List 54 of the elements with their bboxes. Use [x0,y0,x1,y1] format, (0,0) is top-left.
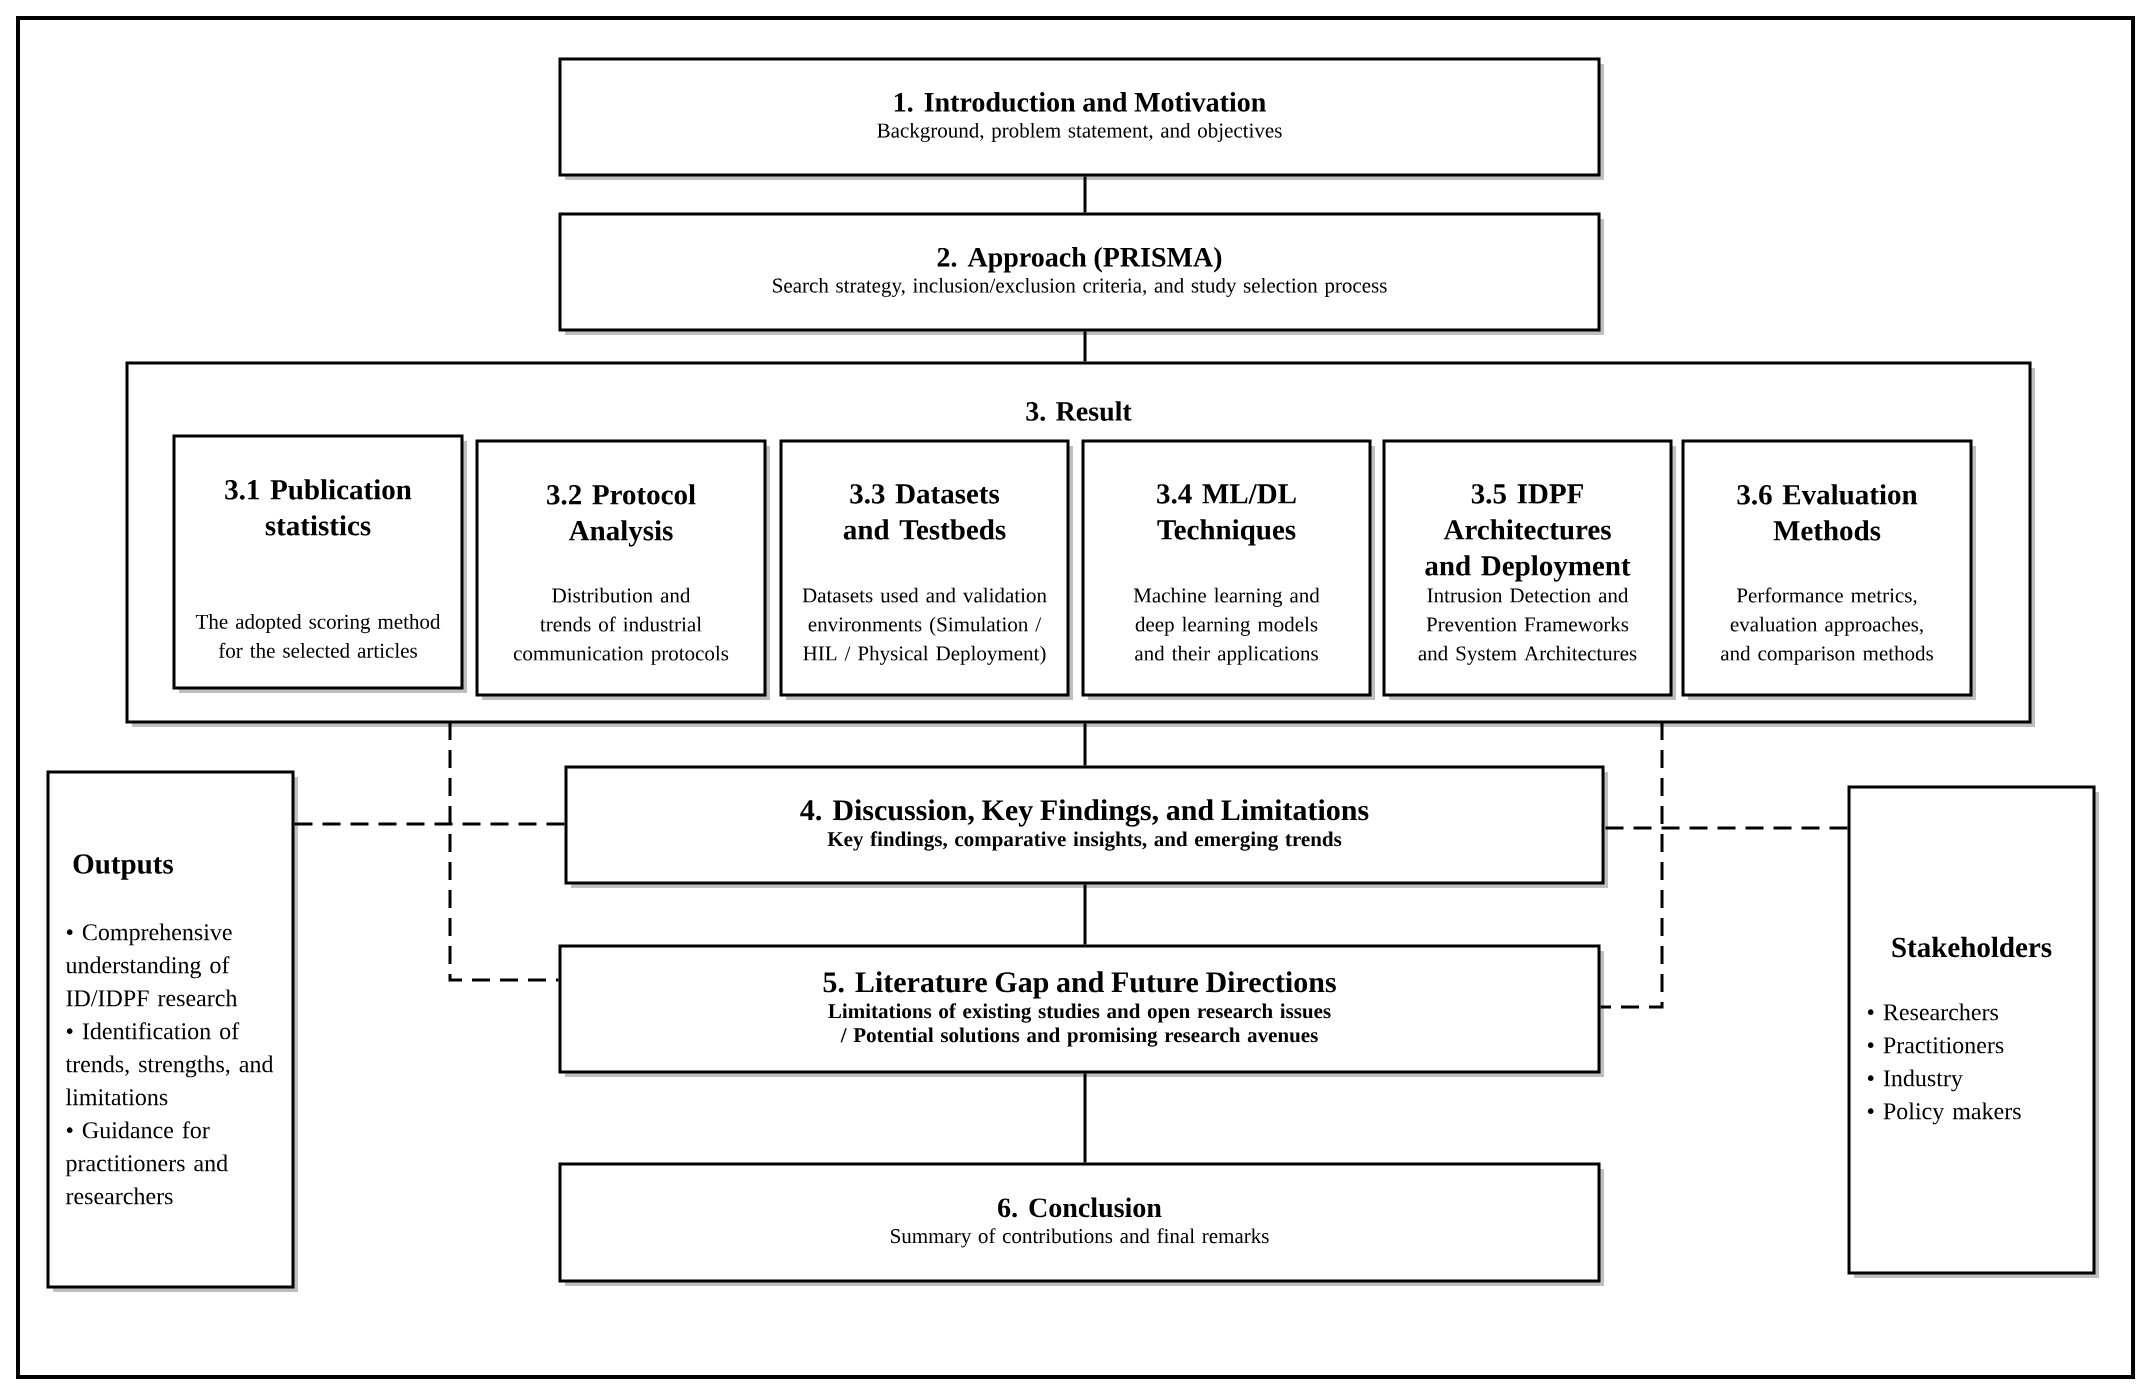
subsection-box [1681,439,1976,700]
bullet-item: • Researchers [1867,1003,1998,1021]
section-box [558,1162,1604,1286]
section-box [558,57,1604,180]
connector-line [1083,331,1087,362]
box-title: 3.2 Protocol Analysis [547,484,696,547]
section-box [558,944,1604,1077]
box-title: 1. Introduction and Motivation [894,92,1266,112]
side-box [46,770,298,1292]
box-description: Limitations of existing studies and open research issues / Potential solutions and promising research avenues [828,1003,1331,1047]
connector-line [1083,1073,1087,1163]
bullet-item: • Policy makers [1867,1102,2021,1125]
connector-line [1083,723,1087,766]
box-description: Key findings, comparative insights, and emerging trends [827,831,1342,851]
group-title: 3. Result [1026,401,1132,421]
connector-line [1600,722,1664,1009]
subsection-box [779,439,1073,700]
bullet-item: • Comprehensive understanding of ID/IDPF research [65,923,238,1007]
box-description: Performance metrics, evaluation approaches, and comparison methods [1721,587,1933,665]
subsection-box [1382,439,1676,700]
section-box [564,765,1608,888]
box-title: 3.5 IDPF Architectures and Deployment [1425,484,1631,582]
subsection-box [475,439,770,700]
box-description: Search strategy, inclusion/exclusion criteria, and study selection process [773,277,1387,297]
connector-line [448,722,559,982]
connector-line [294,822,565,826]
box-description: Distribution and trends of industrial communication protocols [513,587,729,665]
box-description: Intrusion Detection and Prevention Frameworks and System Architectures [1418,587,1637,665]
subsection-box [172,434,467,693]
subsection-box [1081,439,1375,700]
box-description: Summary of contributions and final remarks [891,1228,1269,1248]
box-title: 5. Literature Gap and Future Directions [823,971,1336,999]
box-title: 4. Discussion, Key Findings, and Limitations [800,799,1369,827]
bullet-item: • Guidance for practitioners and researchers [65,1121,228,1205]
box-title: 3.4 ML/DL Techniques [1157,484,1296,546]
section-box [558,212,1604,335]
bullet-item: • Industry [1867,1069,1963,1092]
box-title: 2. Approach (PRISMA) [937,247,1222,273]
bullet-item: • Identification of trends, strengths, and limitations [65,1022,274,1106]
box-title: Stakeholders [1892,936,2052,958]
bullet-item: • Practitioners [1867,1037,2004,1054]
box-description: Datasets used and validation environments (Simulation / HIL / Physical Deployment) [802,587,1047,665]
connector-line [1083,884,1087,945]
box-description: Background, problem statement, and objectives [877,122,1282,142]
box-title: Outputs [73,854,173,880]
side-box [1847,785,2099,1278]
connector-line [1604,826,1848,830]
box-title: 3.1 Publication statistics [225,479,412,536]
box-title: 6. Conclusion [998,1197,1162,1218]
box-description: Machine learning and deep learning models and their applications [1133,587,1320,665]
connector-line [1083,176,1087,213]
box-title: 3.3 Datasets and Testbeds [843,484,1006,540]
box-title: 3.6 Evaluation Methods [1737,484,1918,541]
box-description: The adopted scoring method for the selected articles [195,614,441,658]
